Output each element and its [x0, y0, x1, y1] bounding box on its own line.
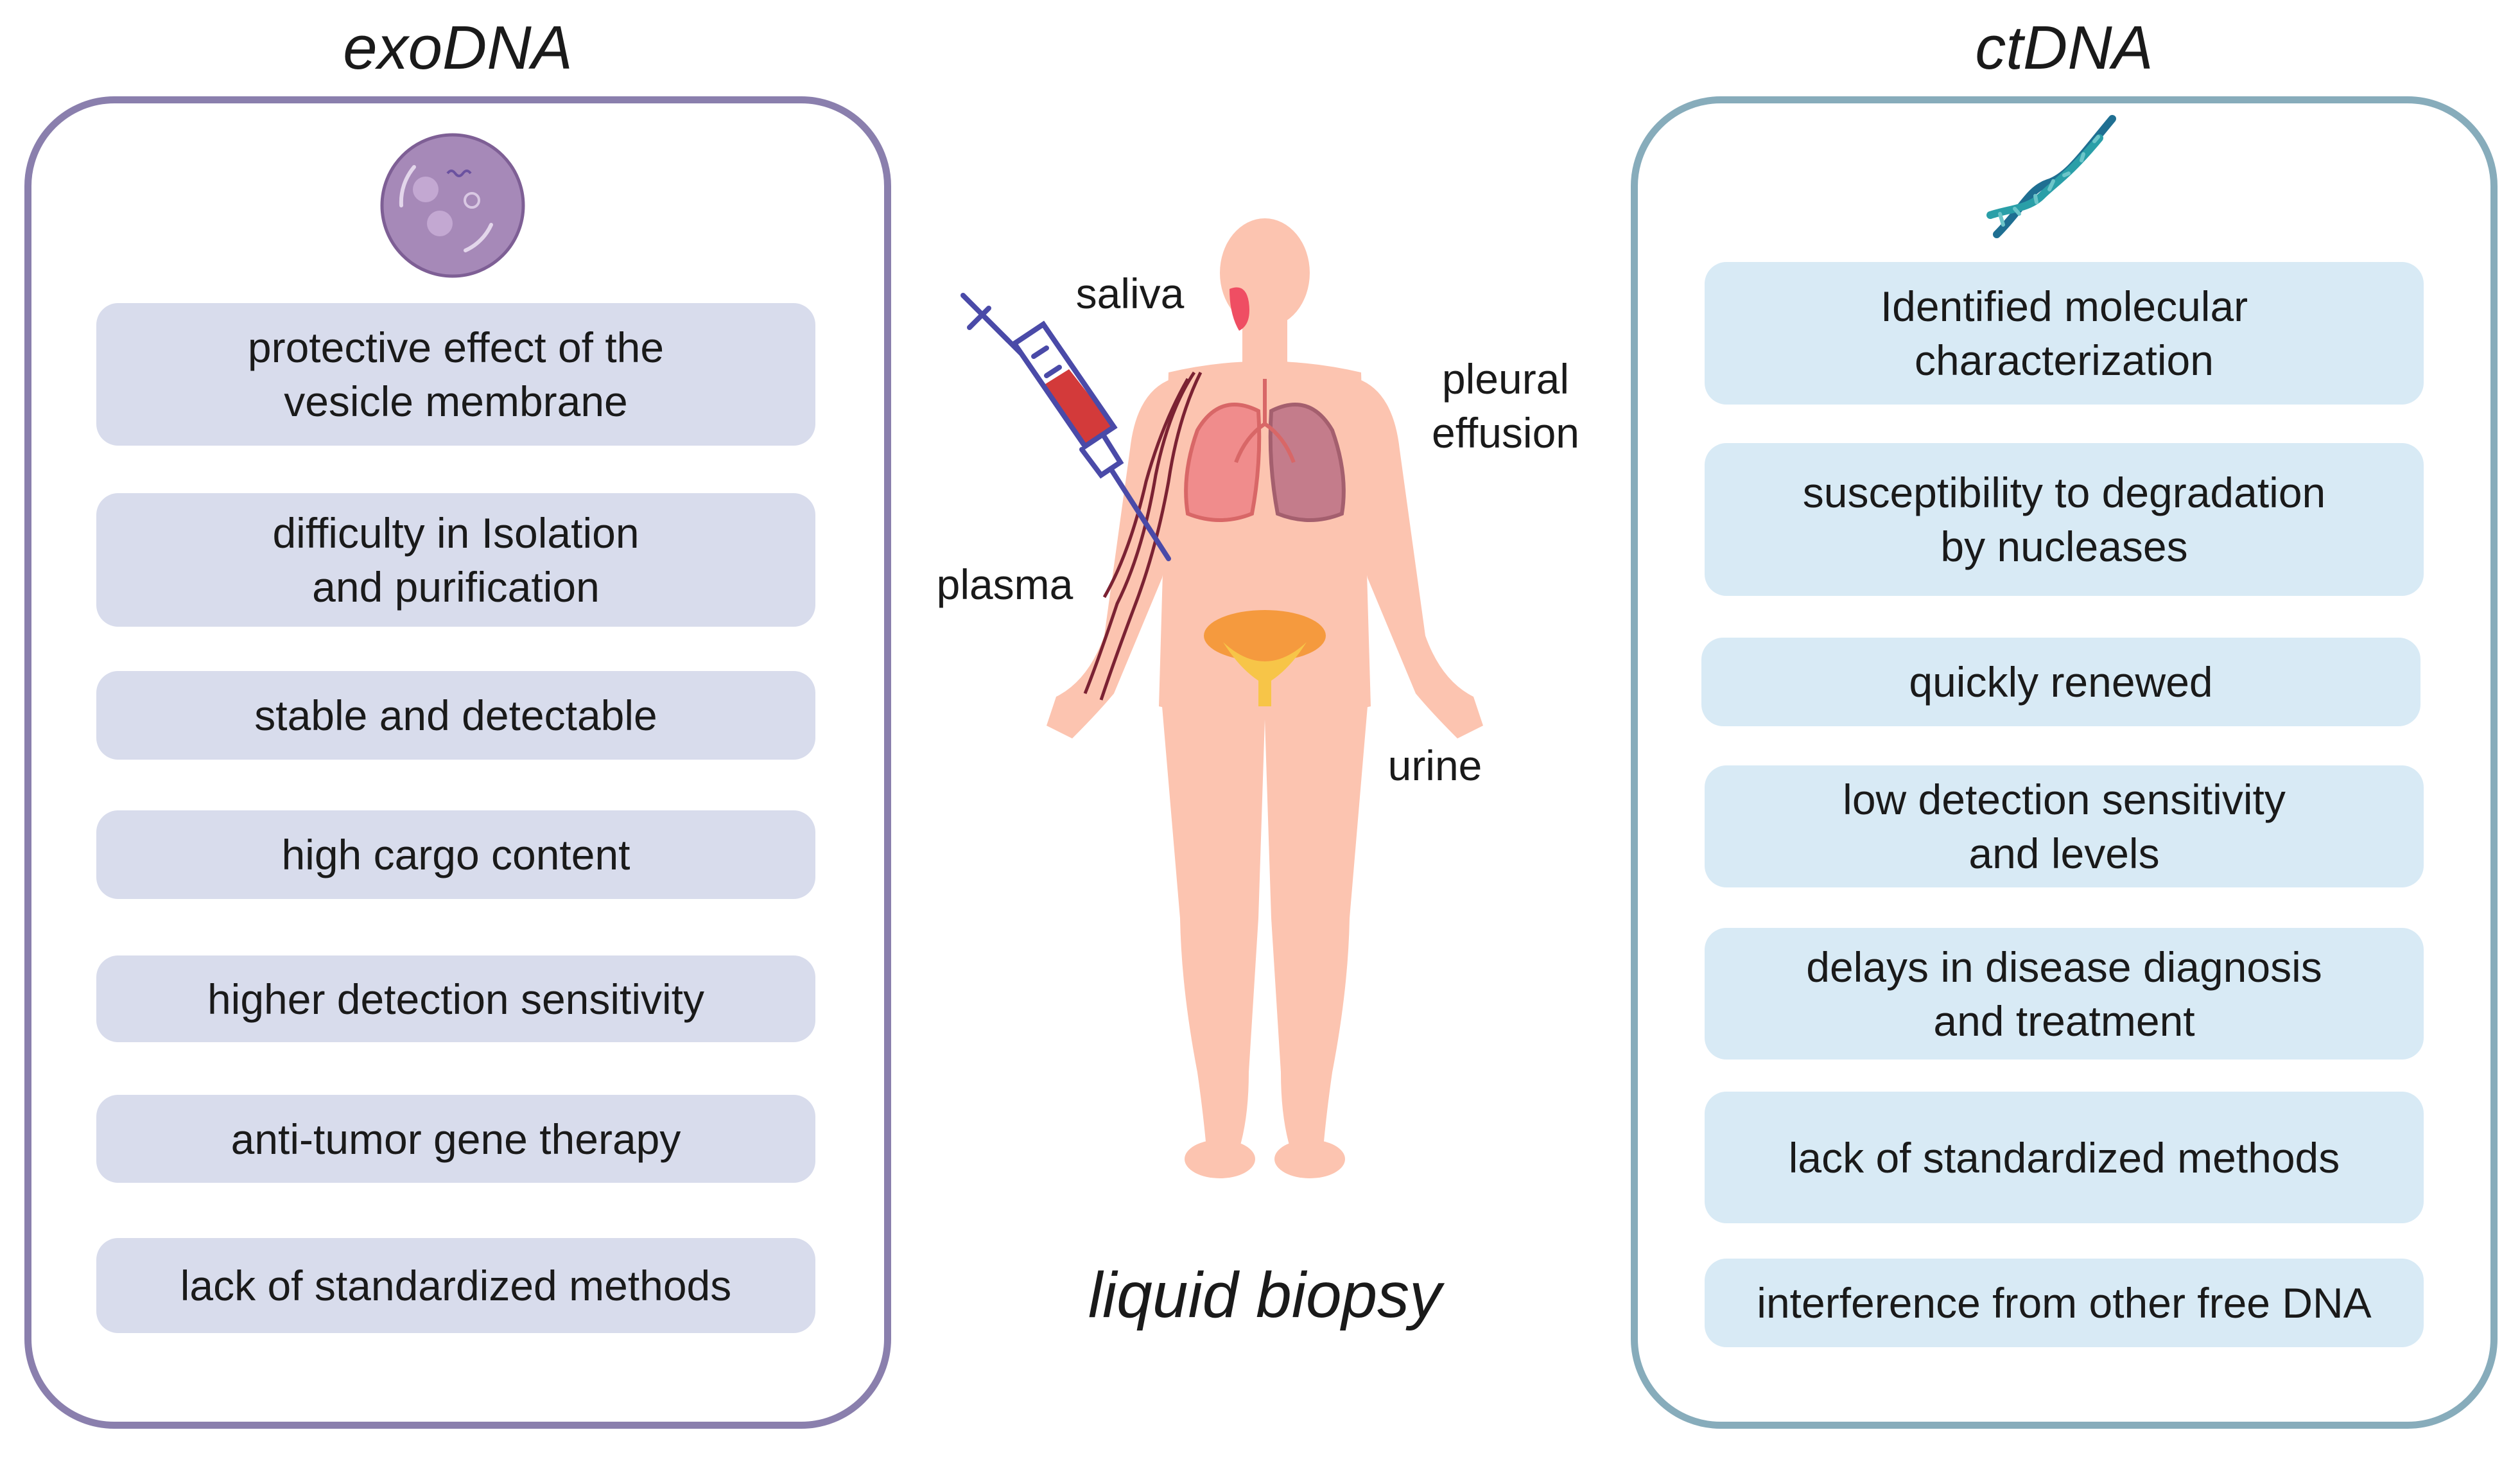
saliva-label: saliva [1075, 270, 1185, 317]
lungs-icon [1184, 379, 1346, 522]
dna-helix-icon [1986, 115, 2116, 238]
human-body-icon [1047, 218, 1483, 1178]
exodna-title: exoDNA [343, 13, 573, 82]
urine-label: urine [1387, 742, 1482, 789]
exodna-item-4: high cargo content [96, 810, 815, 899]
liquid-biopsy-title: liquid biopsy [1088, 1259, 1442, 1331]
ctdna-item-5: delays in disease diagnosis and treatmen… [1705, 928, 2424, 1060]
pleural-effusion-label: pleural effusion [1432, 355, 1579, 457]
exodna-item-6: anti-tumor gene therapy [96, 1095, 815, 1183]
ctdna-item-4: low detection sensitivity and levels [1705, 765, 2424, 887]
ctdna-item-6: lack of standardized methods [1705, 1092, 2424, 1223]
ctdna-item-1: Identified molecular characterization [1705, 262, 2424, 405]
ctdna-title: ctDNA [1975, 13, 2153, 82]
exodna-item-3: stable and detectable [96, 671, 815, 760]
ctdna-item-7: interference from other free DNA [1705, 1259, 2424, 1347]
vesicle-icon [380, 133, 525, 278]
exodna-panel [24, 96, 891, 1429]
exodna-item-7: lack of standardized methods [96, 1238, 815, 1333]
exodna-item-1: protective effect of the vesicle membran… [96, 303, 815, 446]
exodna-item-5: higher detection sensitivity [96, 955, 815, 1042]
plasma-label: plasma [936, 561, 1073, 608]
ctdna-item-3: quickly renewed [1701, 638, 2420, 726]
salivary-gland-icon [1230, 287, 1249, 331]
ctdna-item-2: susceptibility to degradation by nucleas… [1705, 443, 2424, 596]
bladder-icon [1204, 610, 1326, 706]
exodna-item-2: difficulty in Isolation and purification [96, 493, 815, 627]
syringe-icon [960, 293, 1171, 561]
